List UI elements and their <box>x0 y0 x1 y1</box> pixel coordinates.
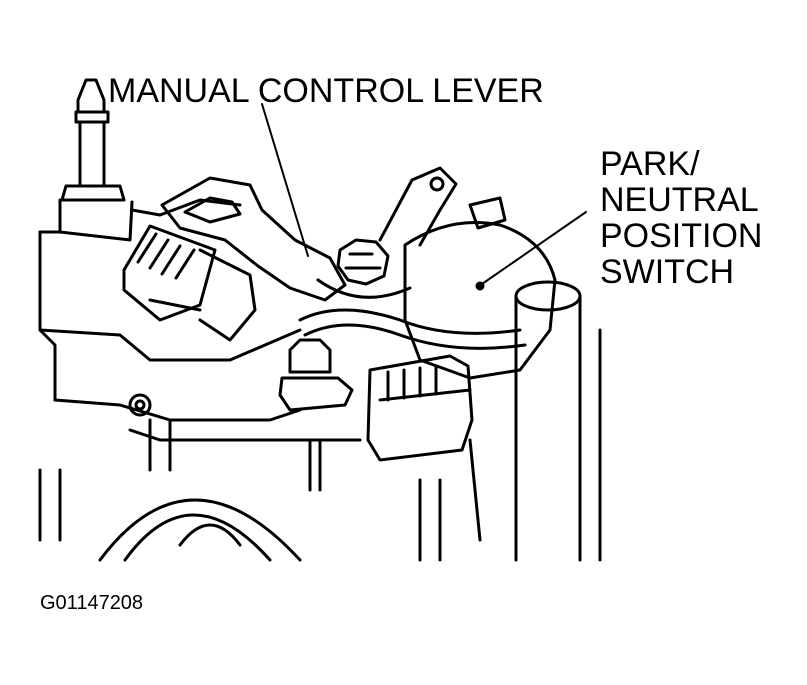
bottom-pulley <box>98 498 302 562</box>
right-connector <box>366 354 474 462</box>
transmission-case <box>38 198 482 562</box>
park-neutral-switch-label-line: POSITION <box>600 217 763 255</box>
switch-arm <box>378 166 458 247</box>
wire-harness <box>298 308 527 350</box>
leader-lines <box>261 103 587 285</box>
right-tube <box>514 280 602 562</box>
switch-leader <box>481 211 587 285</box>
lever-nut <box>316 238 412 299</box>
figure-id: G01147208 <box>40 592 144 614</box>
park-neutral-switch-label-line: NEUTRAL <box>600 181 759 219</box>
park-neutral-switch-body <box>403 196 557 380</box>
left-connector <box>122 224 257 342</box>
lower-bolt <box>278 338 354 412</box>
park-neutral-switch-label-line: PARK/ <box>600 145 700 183</box>
manual-control-lever <box>160 176 347 302</box>
shift-shaft <box>58 78 134 242</box>
park-neutral-switch-label-line: SWITCH <box>600 253 735 291</box>
manual-control-lever-label: MANUAL CONTROL LEVER <box>108 72 544 110</box>
park-neutral-switch-label: PARK/ NEUTRAL POSITION SWITCH <box>600 146 762 290</box>
manual-lever-leader <box>261 103 309 257</box>
